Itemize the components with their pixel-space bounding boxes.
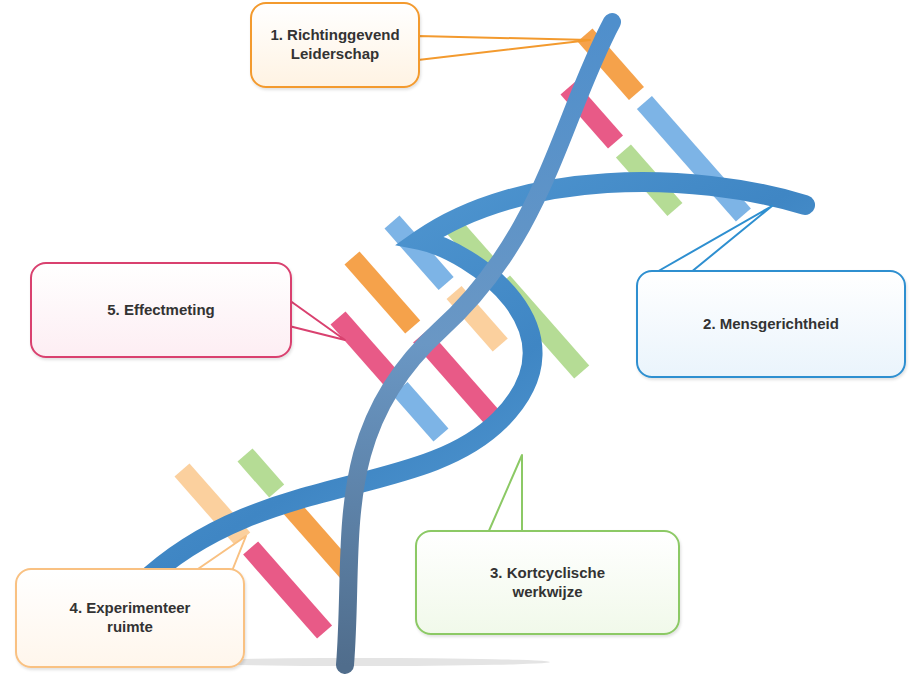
- helix-rung: [400, 389, 441, 436]
- callout-tail: [289, 300, 345, 340]
- leadership-callout: 1. Richtinggevend Leiderschap: [250, 2, 420, 88]
- helix-rung: [352, 258, 413, 327]
- helix-rung: [338, 318, 392, 380]
- people-callout: 2. Mensgerichtheid: [636, 270, 906, 378]
- callout-label: 5. Effectmeting: [107, 301, 215, 320]
- cycle-callout: 3. Kortcyclische werkwijze: [415, 530, 680, 635]
- callout-label: 3. Kortcyclische werkwijze: [473, 564, 623, 602]
- callout-tail: [655, 206, 772, 273]
- callout-tail: [195, 536, 246, 571]
- callout-tail: [488, 455, 522, 533]
- helix-rung: [245, 455, 277, 491]
- experiment-callout: 4. Experimenteer ruimte: [15, 568, 245, 668]
- helix-rung: [251, 548, 325, 632]
- helix-ribbon: [140, 182, 805, 585]
- callout-label: 4. Experimenteer ruimte: [65, 599, 195, 637]
- callout-tail: [418, 36, 590, 60]
- callout-label: 2. Mensgerichtheid: [703, 315, 839, 334]
- callout-label: 1. Richtinggevend Leiderschap: [265, 26, 405, 64]
- measure-callout: 5. Effectmeting: [30, 262, 292, 358]
